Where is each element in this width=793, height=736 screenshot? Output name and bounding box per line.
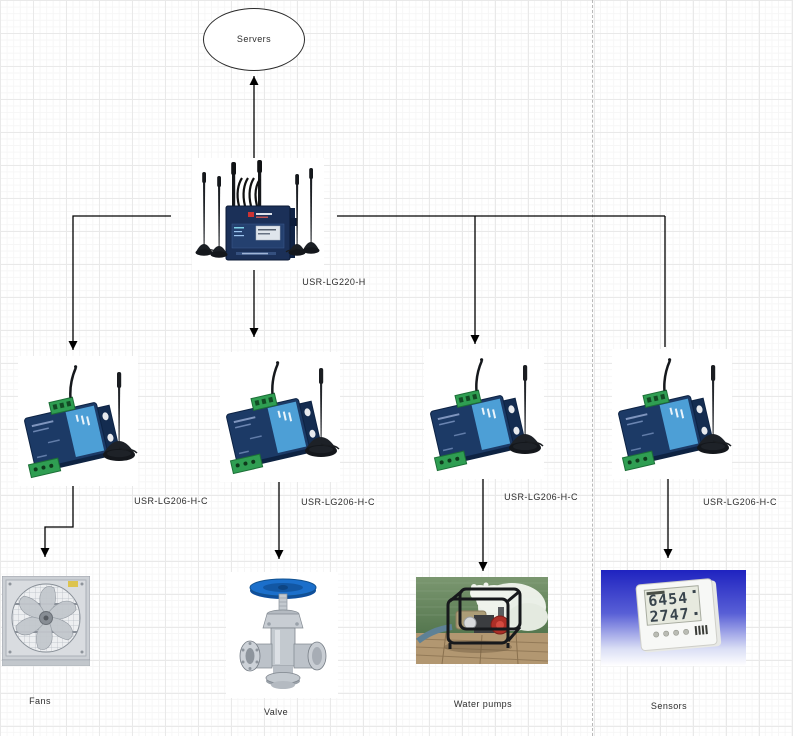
water-pumps-node[interactable] [416, 577, 548, 664]
sensor-lcd-line1: 6454 [647, 589, 689, 610]
gateway-image [192, 158, 324, 270]
lora-module-image-3 [424, 349, 544, 479]
lora-module-image-2 [220, 352, 340, 482]
valve-label: Valve [263, 707, 289, 717]
module-4-label: USR-LG206-H-C [703, 497, 777, 507]
valve-image [226, 572, 338, 698]
gateway-node[interactable] [192, 158, 324, 270]
module-1-label: USR-LG206-H-C [134, 496, 208, 506]
valve-node[interactable] [226, 572, 338, 698]
sensors-node[interactable]: 6454 2747 [601, 570, 746, 666]
fans-node[interactable] [2, 576, 90, 666]
module-3-label: USR-LG206-H-C [504, 492, 578, 502]
fans-label: Fans [29, 696, 51, 706]
water-pump-image [416, 577, 548, 664]
servers-node[interactable]: Servers [203, 8, 305, 71]
lora-module-image-4 [612, 349, 732, 479]
sensor-lcd-line2: 2747 [649, 605, 691, 626]
water-pumps-label: Water pumps [453, 699, 513, 709]
module-1-node[interactable] [18, 356, 138, 486]
connector-gateway-to-module-1[interactable] [68, 215, 171, 350]
module-2-node[interactable] [220, 352, 340, 482]
connector-module-1-to-fans[interactable] [40, 486, 74, 557]
lora-module-image-1 [18, 356, 138, 486]
module-3-node[interactable] [424, 349, 544, 479]
page-divider-line [592, 0, 593, 736]
module-2-label: USR-LG206-H-C [301, 497, 375, 507]
module-4-node[interactable] [612, 349, 732, 479]
fan-image [2, 576, 90, 666]
gateway-label: USR-LG220-H [302, 277, 366, 287]
servers-label: Servers [236, 34, 272, 44]
sensor-image: 6454 2747 [601, 570, 746, 666]
sensors-label: Sensors [650, 701, 688, 711]
